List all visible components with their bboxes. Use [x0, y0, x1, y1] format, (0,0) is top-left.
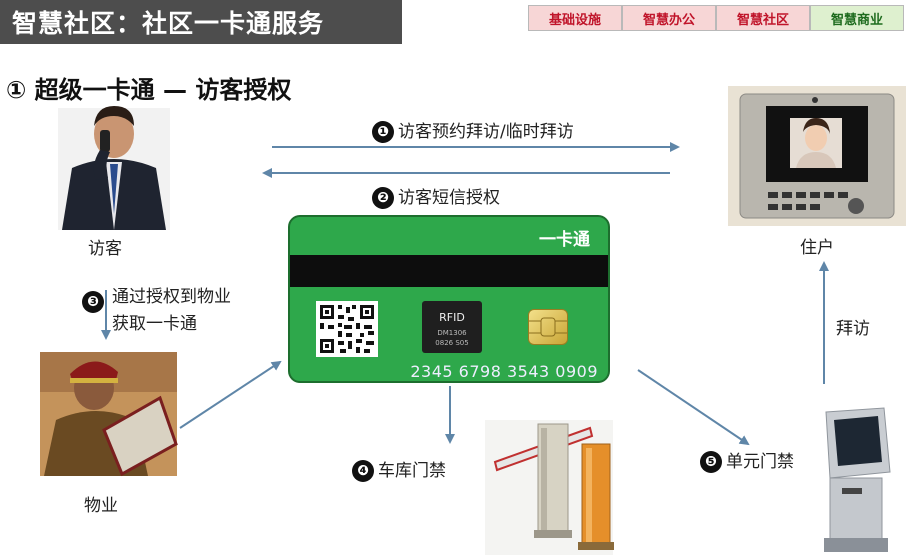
step-4-text: 车库门禁	[378, 461, 446, 481]
step-3-number: ❸	[82, 291, 104, 313]
property-guard-illustration	[40, 352, 178, 477]
step-1-text: 访客预约拜访/临时拜访	[398, 122, 574, 142]
step-3-line1: 通过授权到物业	[112, 287, 231, 307]
unit-kiosk-illustration	[824, 407, 891, 552]
step-2-text: 访客短信授权	[398, 188, 500, 208]
magnetic-stripe	[290, 255, 608, 287]
garage-barrier-illustration	[485, 420, 614, 555]
step-5-number: ❺	[700, 451, 722, 473]
arrow-property-to-card	[179, 360, 282, 429]
step-5-text: 单元门禁	[726, 452, 794, 472]
arrow-card-to-unit	[637, 369, 750, 446]
visitor-label: 访客	[88, 239, 122, 259]
top-nav: 基础设施 智慧办公 智慧社区 智慧商业	[528, 5, 904, 31]
qr-code-icon	[316, 301, 378, 357]
card-title: 一卡通	[539, 230, 590, 250]
sim-chip-icon	[528, 309, 568, 345]
step-3-number-wrap: ❸	[82, 291, 108, 313]
step-2-number: ❷	[372, 187, 394, 209]
tab-smart-office[interactable]: 智慧办公	[622, 5, 716, 31]
page-title: 智慧社区：社区一卡通服务	[12, 9, 325, 38]
step-1-number: ❶	[372, 121, 394, 143]
section-title: ① 超级一卡通 — 访客授权	[6, 76, 292, 104]
visitor-illustration	[58, 106, 170, 230]
rfid-label: RFID	[439, 311, 465, 324]
header-bar	[0, 0, 402, 44]
rfid-code-2: 0826 S05	[435, 339, 469, 347]
intercom-illustration	[728, 86, 906, 226]
visit-label: 拜访	[836, 319, 870, 339]
tab-smart-community[interactable]: 智慧社区	[716, 5, 810, 31]
rfid-chip-icon: RFID DM1306 0826 S05	[422, 301, 482, 353]
card-number: 2345 6798 3543 0909	[410, 362, 598, 381]
resident-label: 住户	[800, 238, 834, 258]
tab-smart-commerce[interactable]: 智慧商业	[810, 5, 904, 31]
tab-infrastructure[interactable]: 基础设施	[528, 5, 622, 31]
step-3-line2: 获取一卡通	[112, 314, 197, 334]
smart-card: 一卡通 RFID DM1306 0826 S05	[288, 215, 610, 383]
property-label: 物业	[84, 496, 118, 516]
step-4-number: ❹	[352, 460, 374, 482]
rfid-code-1: DM1306	[437, 329, 467, 337]
